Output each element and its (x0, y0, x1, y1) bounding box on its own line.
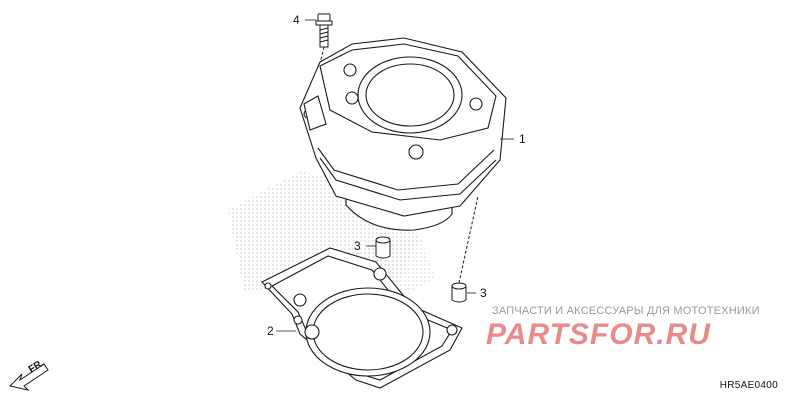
diagram-code: HR5AE0400 (719, 380, 778, 391)
front-direction-arrow: FR. (9, 358, 49, 391)
dowel-pin-part-3-upper (375, 236, 391, 259)
callout-part-2: 2 (267, 324, 274, 338)
callout-part-4: 4 (293, 13, 300, 27)
callout-part-1: 1 (519, 132, 526, 146)
gasket-part-2 (261, 247, 463, 389)
callout-part-3-lower: 3 (480, 286, 487, 300)
callout-part-3-upper: 3 (354, 239, 361, 253)
dowel-pin-part-3-lower (451, 195, 479, 303)
watermark-caption: ЗАПЧАСТИ И АКСЕССУАРЫ ДЛЯ МОТОТЕХНИКИ (492, 305, 760, 317)
leader-lines (276, 19, 514, 332)
watermark-logo: PARTSFOR.RU (486, 318, 711, 351)
cylinder-part-1 (299, 37, 507, 231)
